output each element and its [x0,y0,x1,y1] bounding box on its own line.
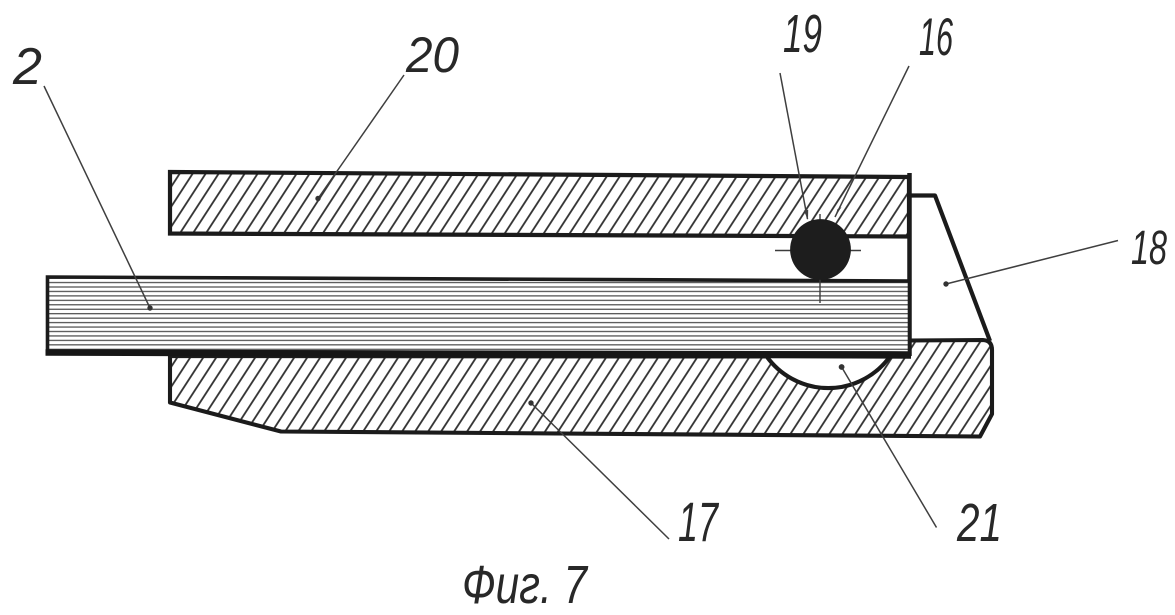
svg-text:2: 2 [12,38,42,96]
svg-text:17: 17 [678,490,719,553]
svg-text:19: 19 [783,4,822,64]
svg-text:21: 21 [956,493,1002,553]
svg-text:Фиг. 7: Фиг. 7 [462,555,589,615]
svg-text:16: 16 [919,8,953,67]
svg-text:18: 18 [1131,222,1167,275]
svg-text:20: 20 [405,27,459,83]
